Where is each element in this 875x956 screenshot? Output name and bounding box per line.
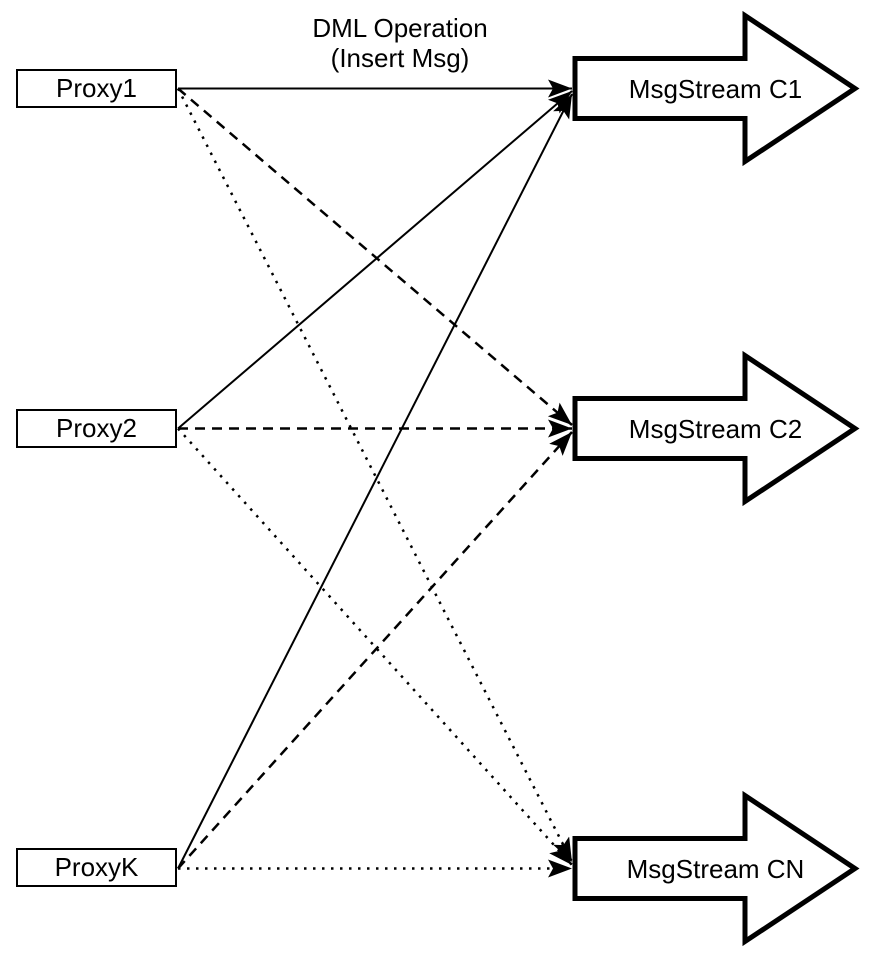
msgstream-c2-arrow-shape: [572, 350, 860, 507]
msgstream-cn-label-wrap: MsgStream CN: [575, 852, 856, 886]
edge-proxy2-msgstream-c1: [177, 90, 573, 430]
msgstream-c2-label-wrap: MsgStream C2: [575, 412, 856, 446]
edge-title-line1: DML Operation: [312, 13, 488, 43]
edge-title-label: DML Operation (Insert Msg): [250, 13, 550, 73]
edge-proxyk-msgstream-c2: [177, 431, 573, 870]
edge-proxy2-msgstream-cn: [177, 427, 573, 866]
proxy2-box: Proxy2: [16, 409, 177, 448]
msgstream-cn-arrow-shape: [572, 790, 860, 947]
edge-proxyk-msgstream-c1: [177, 93, 573, 869]
msgstream-c2-label: MsgStream C2: [628, 413, 803, 444]
msgstream-c1-label-wrap: MsgStream C1: [575, 72, 856, 106]
proxy1-box: Proxy1: [16, 69, 177, 108]
proxy2-label: Proxy2: [56, 413, 137, 443]
edge-proxy1-msgstream-c2: [177, 87, 573, 426]
proxyk-label: ProxyK: [54, 852, 139, 882]
msgstream-c1-arrow-shape: [572, 10, 860, 167]
edge-title-line2: (Insert Msg): [330, 43, 470, 73]
proxyk-box: ProxyK: [16, 848, 177, 887]
msgstream-cn-label: MsgStream CN: [626, 853, 805, 884]
msgstream-c1-label: MsgStream C1: [628, 73, 803, 104]
edge-proxy1-msgstream-cn: [176, 87, 574, 863]
proxy1-label: Proxy1: [56, 73, 137, 103]
